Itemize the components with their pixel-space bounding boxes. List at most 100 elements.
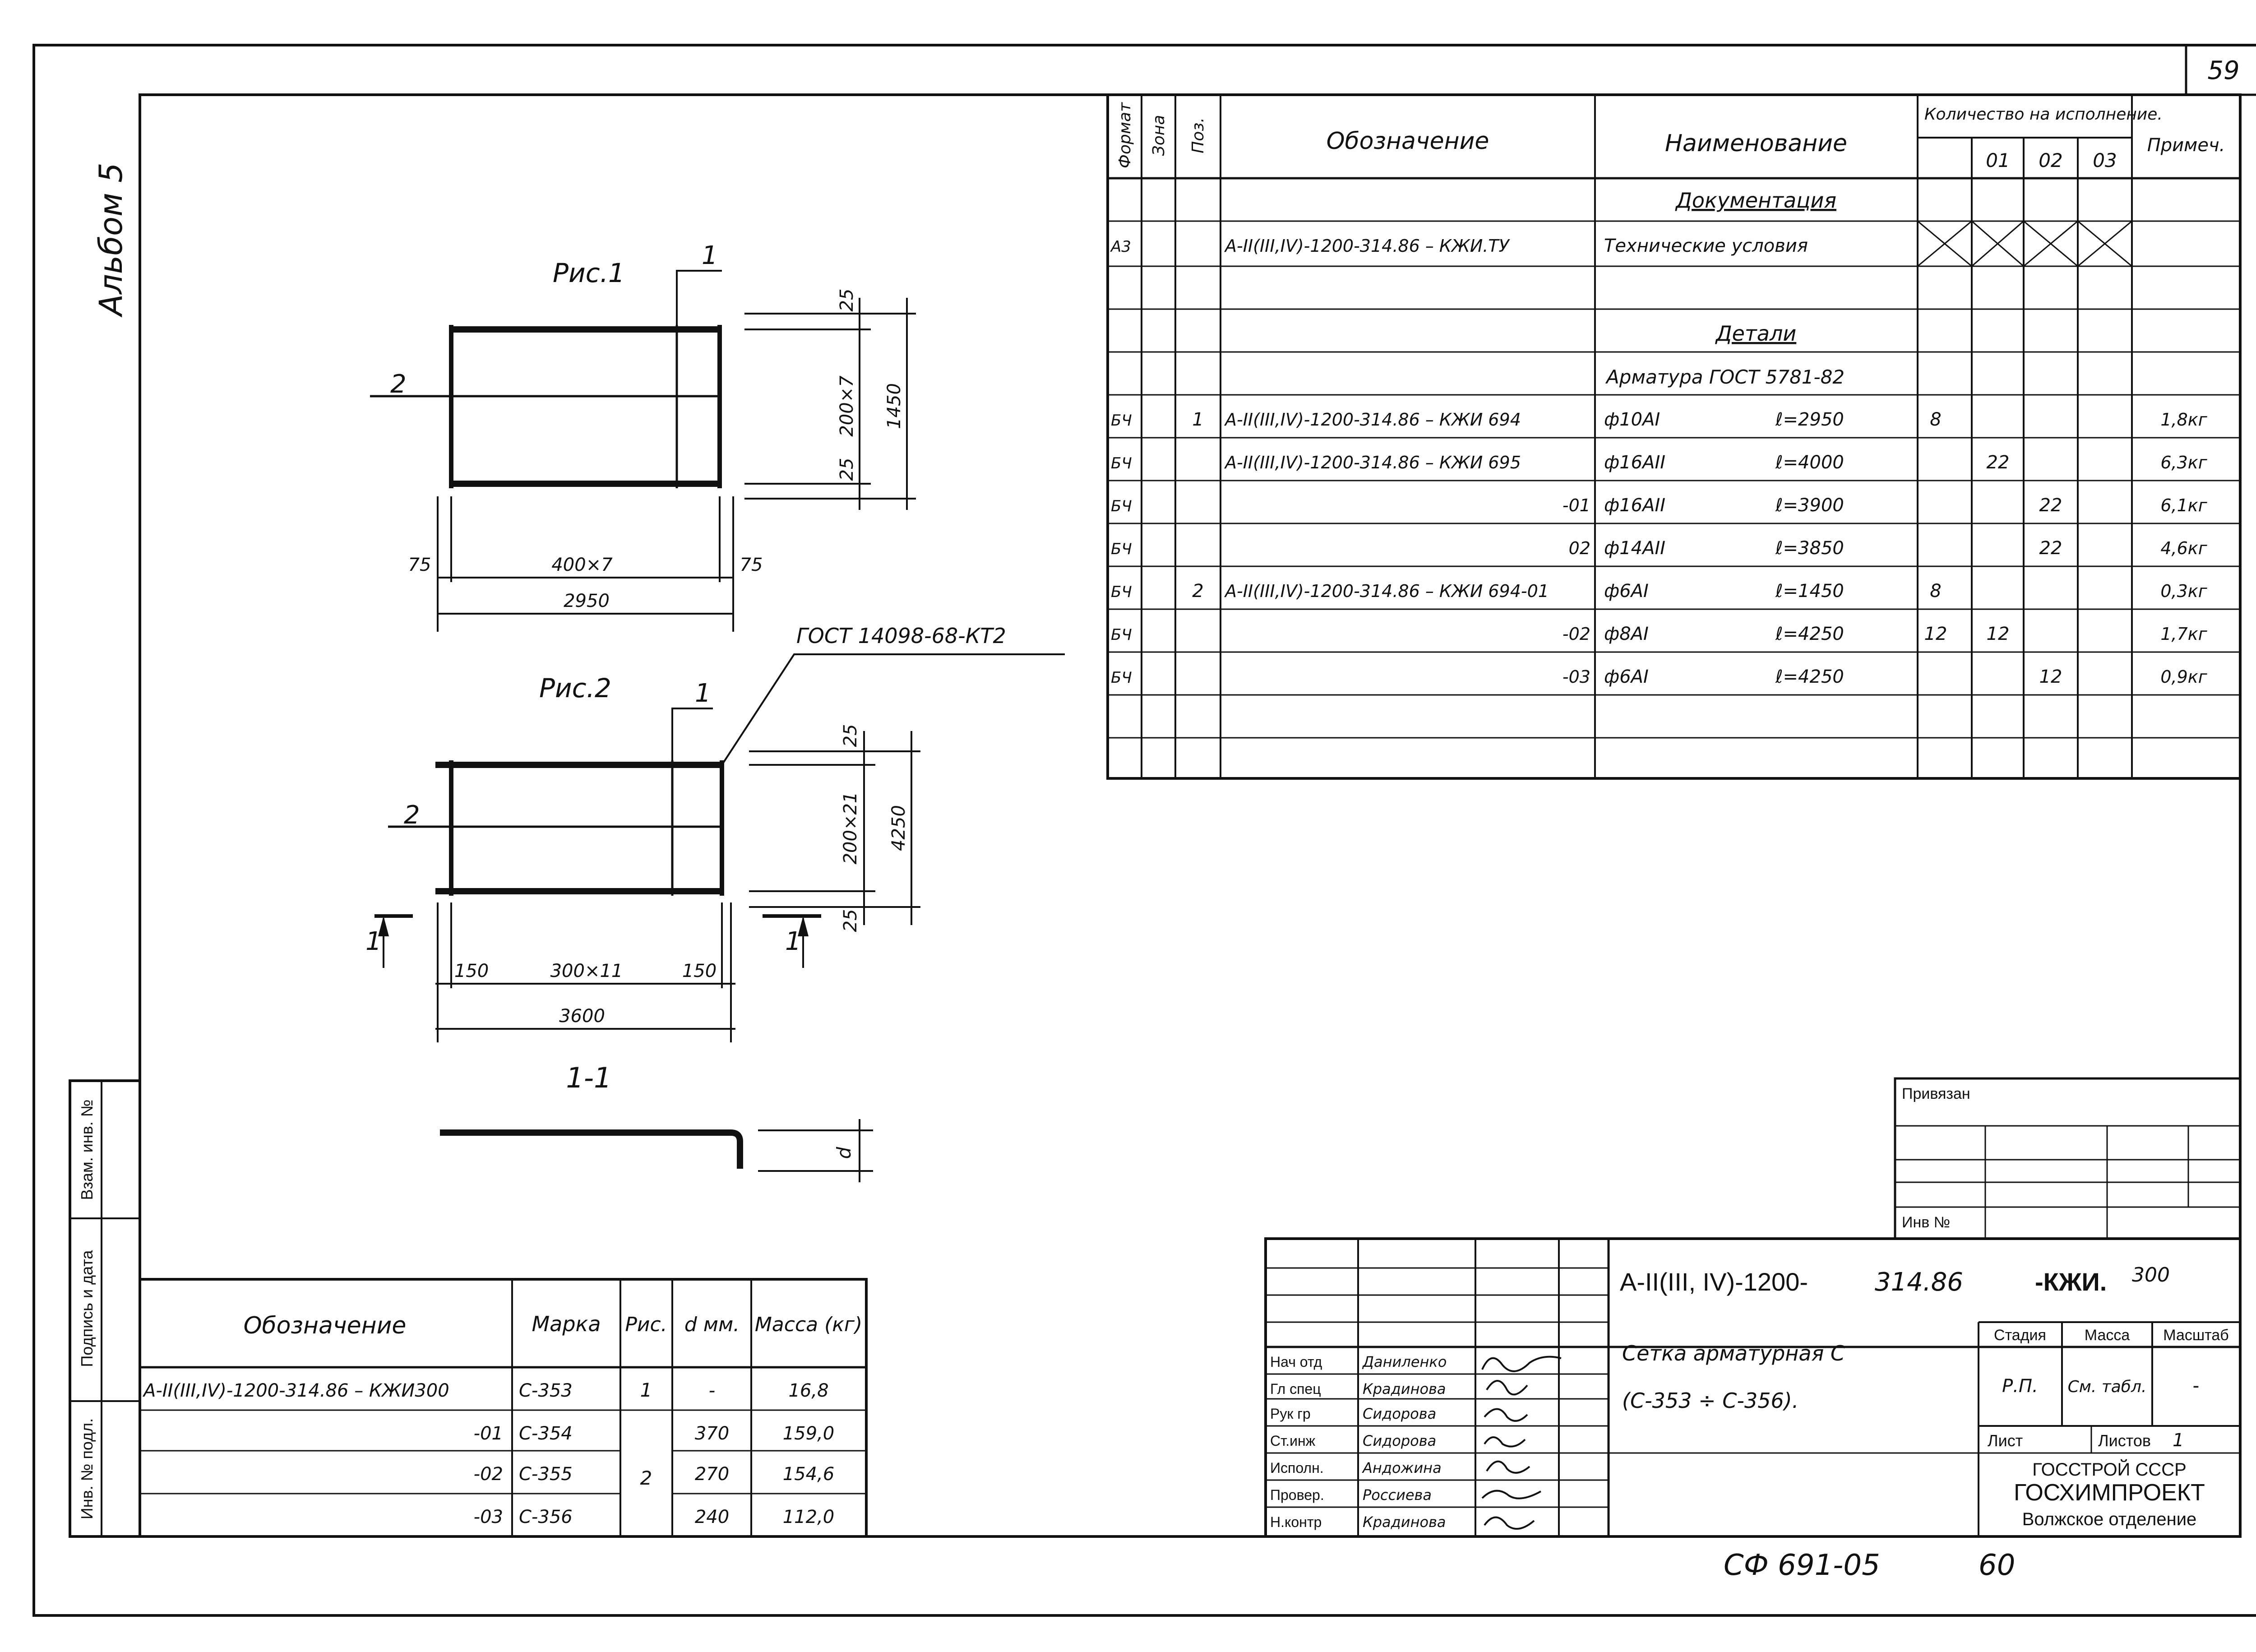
spec-row-name: ф6АI [1604, 666, 1649, 687]
spec-row-name: ф6АI [1604, 581, 1649, 602]
title-code-print: А-II(III, IV)-1200- [1620, 1268, 1808, 1296]
spec-row-format: БЧ [1111, 454, 1132, 472]
header-zone: Зона [1150, 115, 1168, 156]
header-designation: Обозначение [1327, 128, 1489, 155]
tied-label: Привязан [1902, 1085, 1970, 1102]
fig2-dim-150-right: 150 [682, 961, 717, 981]
spec-table [1106, 93, 2242, 780]
role-label: Гл спец [1270, 1381, 1321, 1397]
spec-row-q02: 12 [1987, 624, 2010, 644]
fig1-title: Рис.1 [553, 258, 625, 288]
fig1-dim-75-right: 75 [740, 555, 763, 575]
spec-row-designation: -03 [1563, 667, 1590, 687]
mass-row-mark: С-356 [519, 1507, 573, 1527]
fig2-dim-middle: 200×21 [840, 792, 861, 865]
title-line2: (С-353 ÷ С-356). [1622, 1388, 1798, 1413]
fig1-dim-25-bottom: 25 [837, 458, 857, 481]
outer-border [32, 44, 2256, 1617]
fig1-pos-top: 1 [702, 241, 718, 270]
fig1-dim-middle: 200×7 [837, 375, 857, 437]
fig2-dim-total-w: 3600 [559, 1006, 605, 1027]
role-label: Н.контр [1270, 1514, 1322, 1530]
spec-row-note: 0,3кг [2160, 581, 2207, 601]
spec-row-note: 6,3кг [2160, 453, 2207, 472]
header-q02: 02 [2039, 149, 2062, 171]
spec-row-name: ф8АI [1604, 624, 1649, 644]
mass-row-mass: 112,0 [783, 1507, 835, 1527]
spec-row-format: А3 [1110, 238, 1131, 256]
fig2-dim-total-h: 4250 [888, 805, 909, 851]
role-name: Сидорова [1363, 1432, 1436, 1449]
fig2-weld-callout: ГОСТ 14098-68-КТ2 [796, 624, 1006, 648]
fig2-dim-25-bottom: 25 [840, 909, 861, 932]
mass-header-mark: Марка [532, 1312, 601, 1336]
fig2-pos-left: 2 [404, 801, 420, 830]
mass-row-d: 270 [695, 1464, 729, 1485]
inner-frame [139, 93, 2242, 1538]
spec-row-length: ℓ=2950 [1775, 409, 1844, 430]
spec-row-designation: А-II(III,IV)-1200-314.86 – КЖИ 695 [1224, 453, 1521, 472]
spec-row-q02: 22 [1987, 452, 2010, 473]
section-arrow-left [378, 916, 389, 936]
role-label: Провер. [1270, 1487, 1324, 1503]
spec-row-q03: 22 [2039, 538, 2062, 559]
spec-row-length: ℓ=3900 [1775, 495, 1844, 516]
stamp-sign-date: Подпись и дата [78, 1250, 96, 1367]
role-name: Андожина [1362, 1459, 1442, 1476]
stamp-replace-inv: Взам. инв. № [78, 1099, 96, 1200]
spec-row-length: ℓ=4250 [1775, 666, 1844, 687]
spec-row-format: БЧ [1111, 497, 1132, 515]
mass-row-fig: 1 [640, 1379, 652, 1401]
mass-header-d: d мм. [684, 1313, 740, 1336]
spec-row-designation: А-II(III,IV)-1200-314.86 – КЖИ 694-01 [1224, 581, 1549, 601]
fig1-dim-25-top: 25 [837, 289, 857, 312]
section-dim-d: d [833, 1147, 855, 1159]
fig1-dim-bottom-mid: 400×7 [551, 555, 613, 575]
section-mark-right: 1 [785, 927, 801, 956]
stage-label: Стадия [1994, 1327, 2046, 1344]
spec-row-note: 1,7кг [2160, 624, 2207, 644]
spec-row-length: ℓ=1450 [1775, 581, 1844, 602]
spec-row-length: ℓ=4250 [1775, 624, 1844, 644]
spec-row-note: 1,8кг [2160, 410, 2207, 430]
header-q01: 01 [1986, 149, 2010, 171]
org-line1: ГОССТРОЙ СССР [2032, 1459, 2187, 1480]
spec-row-q01: 8 [1930, 581, 1941, 602]
title-line1: Сетка арматурная С [1622, 1341, 1845, 1365]
mass-row-mark: С-354 [519, 1423, 573, 1444]
spec-row-length: ℓ=4000 [1775, 452, 1844, 473]
role-label: Нач отд [1270, 1354, 1322, 1370]
mass-value: См. табл. [2068, 1378, 2147, 1396]
side-stamp [69, 1079, 141, 1538]
mass-row-mass: 154,6 [783, 1464, 835, 1485]
spec-row-name: ф10АI [1604, 409, 1660, 430]
spec-row-name: Технические условия [1604, 236, 1808, 256]
fig1 [370, 270, 916, 632]
role-label: Ст.инж [1270, 1433, 1316, 1449]
mass-header-mass: Масса (кг) [755, 1313, 862, 1336]
header-note: Примеч. [2147, 135, 2225, 156]
section-docs: Документация [1675, 188, 1836, 213]
title-code-num: 300 [2132, 1263, 2170, 1286]
spec-row-name: ф14АII [1604, 538, 1665, 559]
org-line3: Волжское отделение [2022, 1509, 2197, 1529]
spec-row-name: ф16АII [1604, 452, 1665, 473]
scale-value: - [2193, 1374, 2200, 1397]
spec-row-q03: 22 [2039, 495, 2062, 516]
mass-row-mass: 16,8 [788, 1380, 828, 1401]
role-label: Исполн. [1270, 1460, 1324, 1476]
spec-row-q03: 12 [2039, 666, 2062, 687]
fig2 [374, 653, 1065, 1042]
spec-row-name: ф16АII [1604, 495, 1665, 516]
spec-row-designation: -01 [1563, 495, 1590, 515]
album-label: Альбом 5 [92, 162, 129, 317]
role-name: Крадинова [1363, 1380, 1446, 1397]
title-code-hand: 314.86 [1875, 1268, 1963, 1297]
spec-row-designation: -02 [1563, 624, 1590, 644]
mass-row-d: - [709, 1380, 715, 1401]
spec-row-format: БЧ [1111, 412, 1132, 430]
footer-page: 60 [1979, 1549, 2015, 1582]
section-mark-left: 1 [365, 927, 382, 956]
header-q03: 03 [2093, 149, 2117, 171]
mass-header-designation: Обозначение [244, 1312, 407, 1339]
